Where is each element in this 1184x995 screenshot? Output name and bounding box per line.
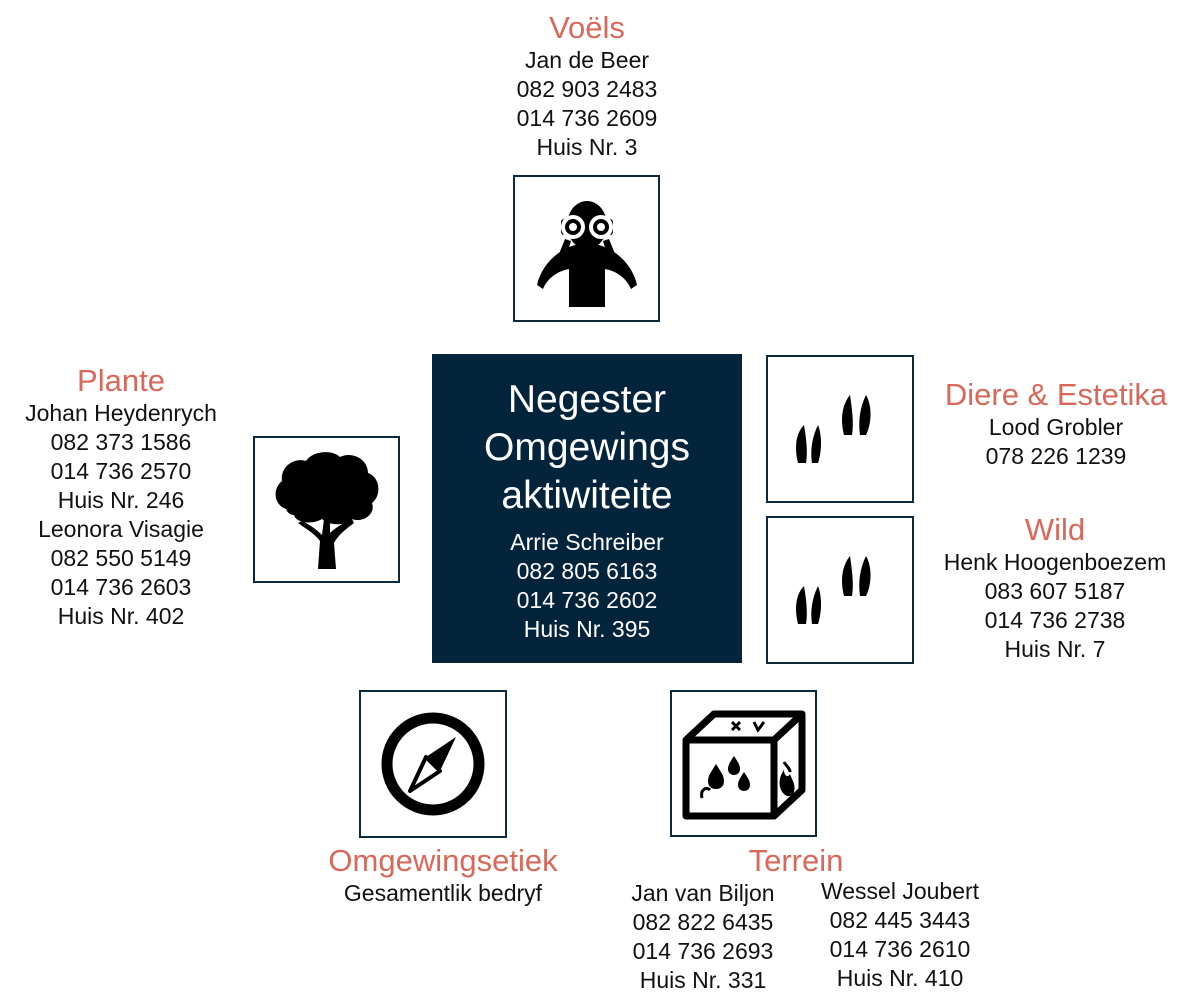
hazard-box-icon <box>682 710 805 819</box>
terrein-contact-2-house: Huis Nr. 410 <box>836 965 964 991</box>
plante-contact-1-name: Johan Heydenrych <box>25 400 217 426</box>
voels-icon-box <box>513 175 660 322</box>
center-panel: Negester Omgewings aktiwiteite Arrie Sch… <box>432 354 742 663</box>
voels-heading: Voëls <box>549 10 625 45</box>
plante-heading: Plante <box>77 363 165 398</box>
wild-icon-box <box>766 516 914 664</box>
voels-contact-name: Jan de Beer <box>524 47 650 73</box>
wild-contact-name: Henk Hoogenboezem <box>943 549 1167 575</box>
terrein-section: Terrein <box>646 843 946 879</box>
plante-contact-1-mobile: 082 373 1586 <box>50 429 192 455</box>
hoofprints-icon <box>796 395 871 463</box>
center-contact-mobile: 082 805 6163 <box>516 558 658 584</box>
plante-contact-2-landline: 014 736 2603 <box>50 574 192 600</box>
voels-phone-landline: 014 736 2609 <box>516 105 658 131</box>
hoofprints-icon <box>796 556 871 624</box>
voels-section: Voëls Jan de Beer 082 903 2483 014 736 2… <box>437 10 737 162</box>
terrein-contact-1: Jan van Biljon 082 822 6435 014 736 2693… <box>603 879 803 995</box>
omgewingsetiek-icon-box <box>359 690 507 838</box>
center-contact-name: Arrie Schreiber <box>510 529 664 555</box>
plante-contact-1-landline: 014 736 2570 <box>50 458 192 484</box>
compass-icon <box>381 712 485 816</box>
plante-section: Plante Johan Heydenrych 082 373 1586 014… <box>0 363 242 631</box>
terrein-contact-2: Wessel Joubert 082 445 3443 014 736 2610… <box>800 877 1000 993</box>
terrein-contact-2-name: Wessel Joubert <box>820 878 980 904</box>
diere-contact-mobile: 078 226 1239 <box>985 443 1127 469</box>
wild-heading: Wild <box>1024 512 1086 547</box>
center-title-line-1: Negester <box>507 378 667 421</box>
center-title-line-3: aktiwiteite <box>501 474 673 517</box>
omgewingsetiek-heading: Omgewingsetiek <box>328 843 558 878</box>
plante-contact-1-house: Huis Nr. 246 <box>57 487 185 513</box>
diere-icon-box <box>766 355 914 503</box>
wild-section: Wild Henk Hoogenboezem 083 607 5187 014 … <box>920 512 1184 664</box>
voels-phone-mobile: 082 903 2483 <box>516 76 658 102</box>
binoculars-person-icon <box>536 200 637 307</box>
diere-contact-name: Lood Grobler <box>988 414 1124 440</box>
diere-heading: Diere & Estetika <box>944 377 1168 412</box>
omgewingsetiek-note: Gesamentlik bedryf <box>343 880 543 906</box>
terrein-heading: Terrein <box>748 843 844 878</box>
tree-icon <box>275 451 378 569</box>
terrein-contact-1-name: Jan van Biljon <box>631 880 775 906</box>
plante-contact-2-house: Huis Nr. 402 <box>57 603 185 629</box>
plante-contact-2-name: Leonora Visagie <box>38 516 204 542</box>
omgewingsetiek-section: Omgewingsetiek Gesamentlik bedryf <box>283 843 603 908</box>
center-title-line-2: Omgewings <box>484 426 690 469</box>
diere-section: Diere & Estetika Lood Grobler 078 226 12… <box>920 377 1184 471</box>
center-contact-house: Huis Nr. 395 <box>523 616 651 642</box>
terrein-contact-2-mobile: 082 445 3443 <box>829 907 971 933</box>
center-contact-landline: 014 736 2602 <box>516 587 658 613</box>
plante-icon-box <box>253 436 400 583</box>
wild-contact-mobile: 083 607 5187 <box>984 578 1126 604</box>
plante-contact-2-mobile: 082 550 5149 <box>50 545 192 571</box>
terrein-contact-2-landline: 014 736 2610 <box>829 936 971 962</box>
terrein-contact-1-landline: 014 736 2693 <box>632 938 774 964</box>
voels-house-number: Huis Nr. 3 <box>536 134 638 160</box>
wild-contact-house: Huis Nr. 7 <box>1004 636 1106 662</box>
terrein-icon-box <box>670 690 817 837</box>
terrein-contact-1-mobile: 082 822 6435 <box>632 909 774 935</box>
terrein-contact-1-house: Huis Nr. 331 <box>639 967 767 993</box>
wild-contact-landline: 014 736 2738 <box>984 607 1126 633</box>
